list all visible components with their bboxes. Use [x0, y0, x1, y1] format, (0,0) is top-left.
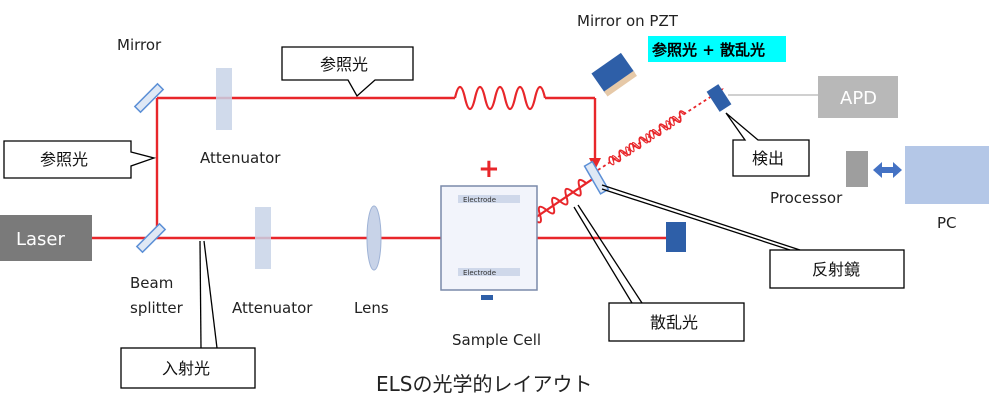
electrode-top-label: Electrode [463, 196, 496, 204]
caption: ELSの光学的レイアウト [376, 372, 592, 396]
plus-sign: + [478, 154, 500, 184]
beam-stop [666, 222, 686, 252]
callout-scatter [608, 302, 745, 342]
callout-detect [725, 112, 810, 177]
pzt-mirror [591, 52, 637, 97]
mirror-pzt-label: Mirror on PZT [577, 12, 679, 30]
photodetector [706, 84, 732, 112]
pc-box [905, 146, 989, 204]
callout-incident-text: 入射光 [162, 359, 210, 378]
beam-paths [92, 96, 668, 240]
callout-detect-text: 検出 [752, 149, 784, 168]
top-left-mirror [133, 82, 165, 114]
reference-wave-top [453, 85, 547, 111]
apd-label: APD [840, 88, 877, 109]
minus-sign [481, 295, 493, 300]
laser-label: Laser [16, 229, 66, 250]
processor-box [846, 151, 868, 187]
sample-cell-label: Sample Cell [452, 331, 541, 349]
attenuator-top [216, 68, 232, 130]
bidirectional-arrow-icon [873, 162, 902, 178]
callout-reflect-text: 反射鏡 [812, 260, 860, 279]
laser-box [0, 215, 92, 261]
processor-label: Processor [770, 189, 843, 207]
callout-scatter-text: 散乱光 [650, 313, 698, 332]
ref-scatter-highlight [648, 36, 786, 62]
lens-label: Lens [354, 299, 389, 317]
attenuator-bottom-label: Attenuator [232, 299, 313, 317]
callout-ref-left [3, 140, 157, 179]
apd-box [818, 76, 898, 118]
beam-splitter [135, 222, 167, 254]
combined-wave [597, 88, 724, 171]
attenuator-bottom [255, 207, 271, 269]
electrode-top [458, 195, 520, 203]
beam-label: Beam [130, 274, 173, 292]
splitter-label: splitter [130, 299, 184, 317]
pc-label: PC [937, 214, 957, 232]
callout-ref-top [281, 46, 414, 98]
mirror-label: Mirror [117, 36, 162, 54]
callout-ref-left-text: 参照光 [40, 150, 88, 169]
electrode-bottom [458, 268, 520, 276]
callout-reflect [769, 249, 905, 289]
callout-ref-top-text: 参照光 [320, 55, 368, 74]
attenuator-top-label: Attenuator [200, 149, 281, 167]
lens [366, 205, 382, 271]
callout-incident [120, 347, 256, 389]
ref-scatter-label: 参照光 + 散乱光 [652, 41, 765, 59]
electrode-bottom-label: Electrode [463, 269, 496, 277]
